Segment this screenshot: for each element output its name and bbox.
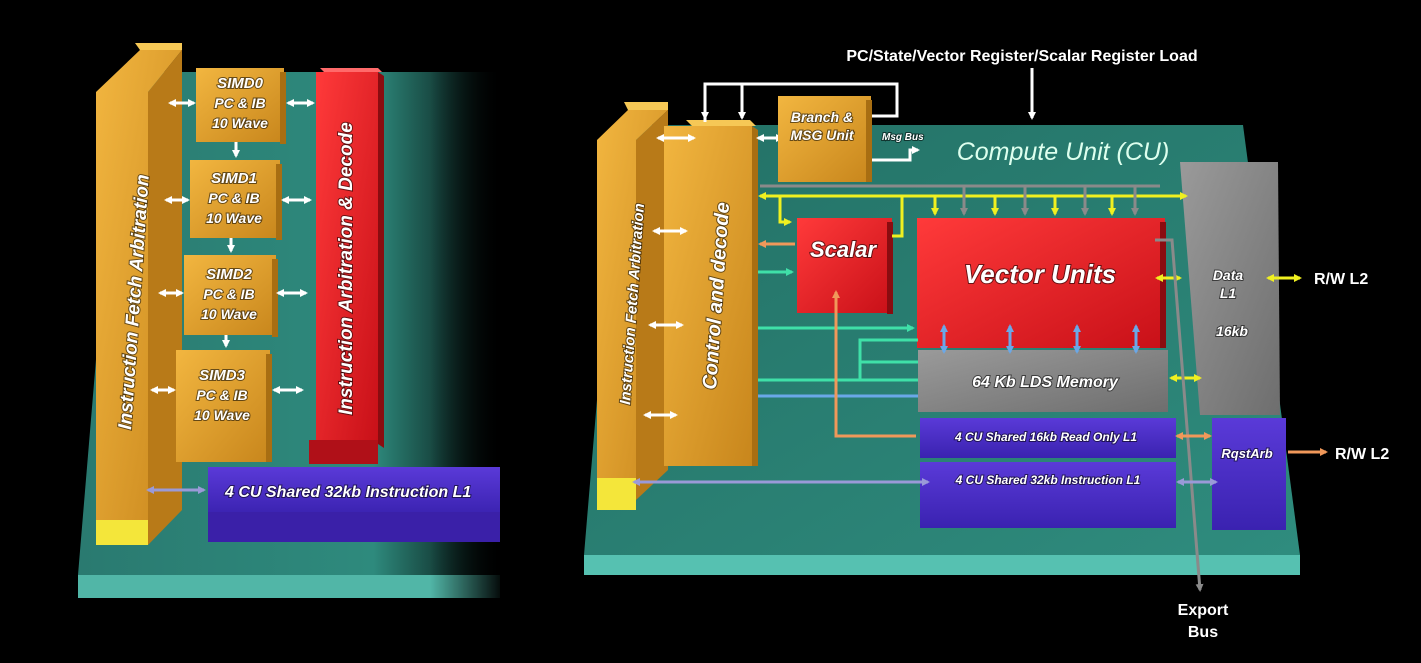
left-panel: Instruction Fetch Arbitration SIMD0 PC &… (78, 43, 505, 620)
left-decode-block: Instruction Arbitration & Decode (309, 68, 384, 464)
simd0-waves: 10 Wave (212, 115, 268, 131)
vector-units-block: Vector Units (917, 218, 1166, 348)
instruction-l1-block: 4 CU Shared 32kb Instruction L1 (920, 462, 1176, 528)
scalar-label: Scalar (810, 237, 877, 262)
left-decode-label: Instruction Arbitration & Decode (336, 122, 357, 415)
export-bus-label-1: Export (1178, 602, 1229, 619)
left-instruction-l1-label: 4 CU Shared 32kb Instruction L1 (224, 484, 471, 501)
simd-block-3: SIMD3 PC & IB 10 Wave (176, 350, 272, 462)
register-load-label: PC/State/Vector Register/Scalar Register… (846, 48, 1197, 65)
right-board-edge (584, 555, 1300, 575)
scalar-block: Scalar (797, 218, 893, 314)
simd3-waves: 10 Wave (194, 407, 250, 423)
yellow-bus-arrows (758, 192, 1302, 382)
simd0-name: SIMD0 (217, 75, 264, 92)
branch-label-1: Branch & (791, 109, 853, 125)
simd-block-0: SIMD0 PC & IB 10 Wave (196, 68, 286, 144)
instruction-l1-label: 4 CU Shared 32kb Instruction L1 (955, 473, 1141, 487)
simd2-waves: 10 Wave (201, 306, 257, 322)
cu-title: Compute Unit (CU) (957, 138, 1170, 166)
simd3-pc-ib: PC & IB (196, 387, 247, 403)
blue-arrows (758, 324, 1140, 398)
branch-label-2: MSG Unit (791, 127, 855, 143)
data-l1-label-1: Data (1213, 267, 1244, 283)
data-l1-block: Data L1 16kb (1180, 162, 1280, 415)
simd0-pc-ib: PC & IB (214, 95, 265, 111)
left-instruction-l1-block: 4 CU Shared 32kb Instruction L1 (208, 467, 500, 542)
right-fetch-arbitration-block: Instruction Fetch Arbitration (597, 102, 668, 510)
simd-chain-arrows (222, 142, 240, 348)
simd2-name: SIMD2 (206, 266, 253, 283)
msg-bus-label: Msg Bus (882, 132, 924, 143)
rw-l2-bottom: R/W L2 (1335, 446, 1389, 463)
orange-arrows (758, 240, 1328, 456)
export-bus-label-2: Bus (1188, 624, 1218, 641)
left-fetch-arbitration-block: Instruction Fetch Arbitration (96, 43, 182, 545)
rw-l2-top: R/W L2 (1314, 271, 1368, 288)
simd-block-1: SIMD1 PC & IB 10 Wave (190, 160, 282, 240)
simd1-pc-ib: PC & IB (208, 190, 259, 206)
data-l1-label-2: L1 (1220, 285, 1237, 301)
fetch-control-arrows (643, 134, 784, 419)
rqstarb-label: RqstArb (1221, 446, 1272, 461)
simd3-name: SIMD3 (199, 367, 246, 384)
data-l1-size: 16kb (1216, 323, 1248, 339)
simd1-waves: 10 Wave (206, 210, 262, 226)
branch-msg-block: Branch & MSG Unit (778, 96, 872, 182)
simd2-pc-ib: PC & IB (203, 286, 254, 302)
lds-block: 64 Kb LDS Memory (918, 350, 1168, 412)
control-decode-block: Control and decode (664, 120, 758, 466)
right-panel: PC/State/Vector Register/Scalar Register… (584, 48, 1389, 641)
read-only-l1-block: 4 CU Shared 16kb Read Only L1 (920, 418, 1176, 458)
gray-bus-arrows (760, 184, 1204, 592)
vector-units-label: Vector Units (964, 259, 1116, 289)
simd-block-2: SIMD2 PC & IB 10 Wave (184, 255, 278, 337)
branch-loop-arrows (701, 82, 920, 162)
rqstarb-block: RqstArb (1212, 418, 1286, 530)
simd-side-arrows (150, 99, 315, 394)
lds-label: 64 Kb LDS Memory (972, 374, 1119, 391)
read-only-l1-label: 4 CU Shared 16kb Read Only L1 (954, 430, 1137, 444)
simd1-name: SIMD1 (211, 170, 257, 187)
left-board-edge (78, 575, 500, 598)
